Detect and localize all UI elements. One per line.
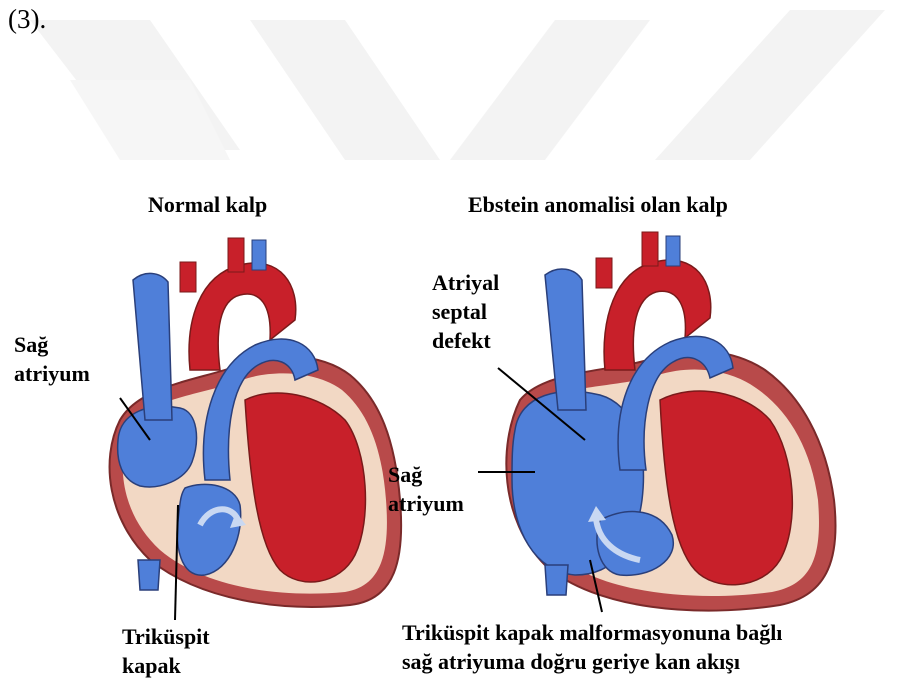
asd-line2: septal (432, 297, 499, 326)
normal-tricuspid-label: Triküspit kapak (122, 622, 210, 680)
regurgitation-label: Triküspit kapak malformasyonuna bağlı sa… (402, 618, 782, 676)
ebstein-right-atrium-line1: Sağ (388, 460, 464, 489)
regurgitation-line2: sağ atriyuma doğru geriye kan akışı (402, 647, 782, 676)
normal-tricuspid-line1: Triküspit (122, 622, 210, 651)
ebstein-heart-title: Ebstein anomalisi olan kalp (468, 192, 728, 218)
normal-right-atrium-line1: Sağ (14, 330, 90, 359)
ebstein-right-atrium-label: Sağ atriyum (388, 460, 464, 518)
ebstein-right-atrium-line2: atriyum (388, 489, 464, 518)
asd-line3: defekt (432, 326, 499, 355)
normal-heart-title: Normal kalp (148, 192, 267, 218)
normal-right-atrium-line2: atriyum (14, 359, 90, 388)
normal-tricuspid-line2: kapak (122, 651, 210, 680)
ebstein-heart-illustration (506, 232, 835, 611)
normal-right-atrium-label: Sağ atriyum (14, 330, 90, 388)
regurgitation-line1: Triküspit kapak malformasyonuna bağlı (402, 618, 782, 647)
asd-label: Atriyal septal defekt (432, 268, 499, 355)
asd-line1: Atriyal (432, 268, 499, 297)
normal-heart-illustration (110, 238, 402, 607)
